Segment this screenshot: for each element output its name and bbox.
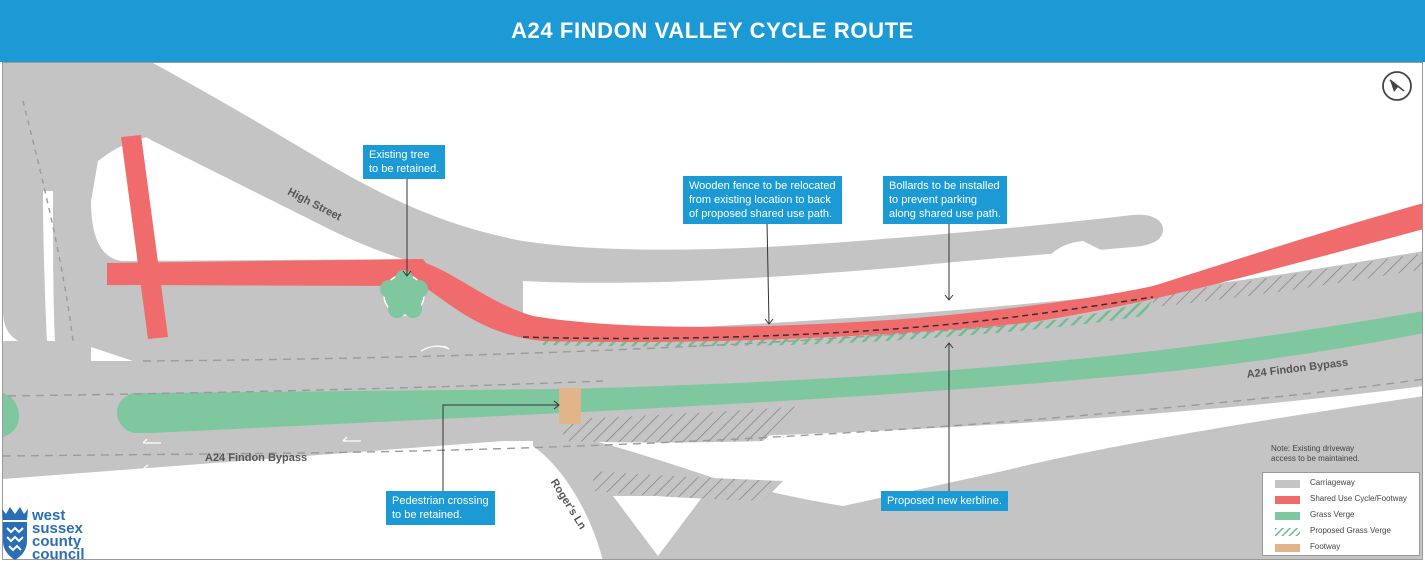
direction-arrows: [142, 345, 856, 470]
legend-item-footway: Footway: [1275, 541, 1421, 555]
title-bar: [0, 0, 1425, 62]
hatched-verge-north: [1153, 253, 1422, 307]
legend-swatch-grass-verge: [1275, 512, 1300, 520]
grass-verge-left: [3, 393, 19, 437]
label-a24-south: A24 Findon Bypass: [205, 452, 308, 464]
crown-shield-icon: [2, 507, 28, 560]
north-arrow-icon: [1382, 71, 1412, 101]
callout-bollards: Bollards to be installed to prevent park…: [883, 176, 1007, 224]
logo-line-4: council: [32, 546, 85, 563]
callout-new-kerbline: Proposed new kerbline.: [881, 491, 1008, 511]
page-title: A24 FINDON VALLEY CYCLE ROUTE: [511, 18, 914, 43]
map-note: Note: Existing driveway access to be mai…: [1271, 444, 1360, 463]
grass-verge: [151, 311, 1422, 433]
logo-line-1: west: [32, 507, 66, 524]
kerbline: [522, 296, 1154, 340]
shared-use-path: [107, 135, 1422, 346]
legend-item-proposed-grass-verge: Proposed Grass Verge: [1275, 525, 1421, 539]
grass-verge-end: [117, 393, 151, 433]
leader-lines: [406, 178, 950, 493]
map-frame[interactable]: High Street A24 Findon Bypass A24 Findon…: [2, 62, 1423, 560]
legend: Carriageway Shared Use Cycle/Footway Gra…: [1262, 472, 1420, 556]
callout-pedestrian-crossing: Pedestrian crossing to be retained.: [386, 491, 495, 525]
legend-swatch-carriageway: [1275, 480, 1300, 488]
legend-swatch-proposed-grass-verge: [1275, 528, 1300, 536]
footway-crossing: [559, 388, 581, 424]
road-markings: [3, 100, 1422, 457]
logo-line-2: sussex: [32, 520, 83, 537]
callout-existing-tree: Existing tree to be retained.: [363, 145, 446, 179]
logo-line-3: county: [32, 533, 82, 550]
legend-item-carriageway: Carriageway: [1275, 477, 1421, 491]
legend-item-grass-verge: Grass Verge: [1275, 509, 1421, 523]
hatched-verge-south: [563, 406, 803, 443]
callout-wooden-fence: Wooden fence to be relocated from existi…: [683, 176, 842, 224]
hatched-junction: [593, 471, 783, 501]
map-canvas[interactable]: [3, 63, 1423, 560]
legend-swatch-shared-use: [1275, 496, 1300, 504]
leader-arrowheads: [402, 270, 954, 410]
legend-swatch-footway: [1275, 544, 1300, 552]
legend-item-shared-use: Shared Use Cycle/Footway: [1275, 493, 1421, 507]
wscc-logo: west sussex county council: [0, 505, 100, 562]
